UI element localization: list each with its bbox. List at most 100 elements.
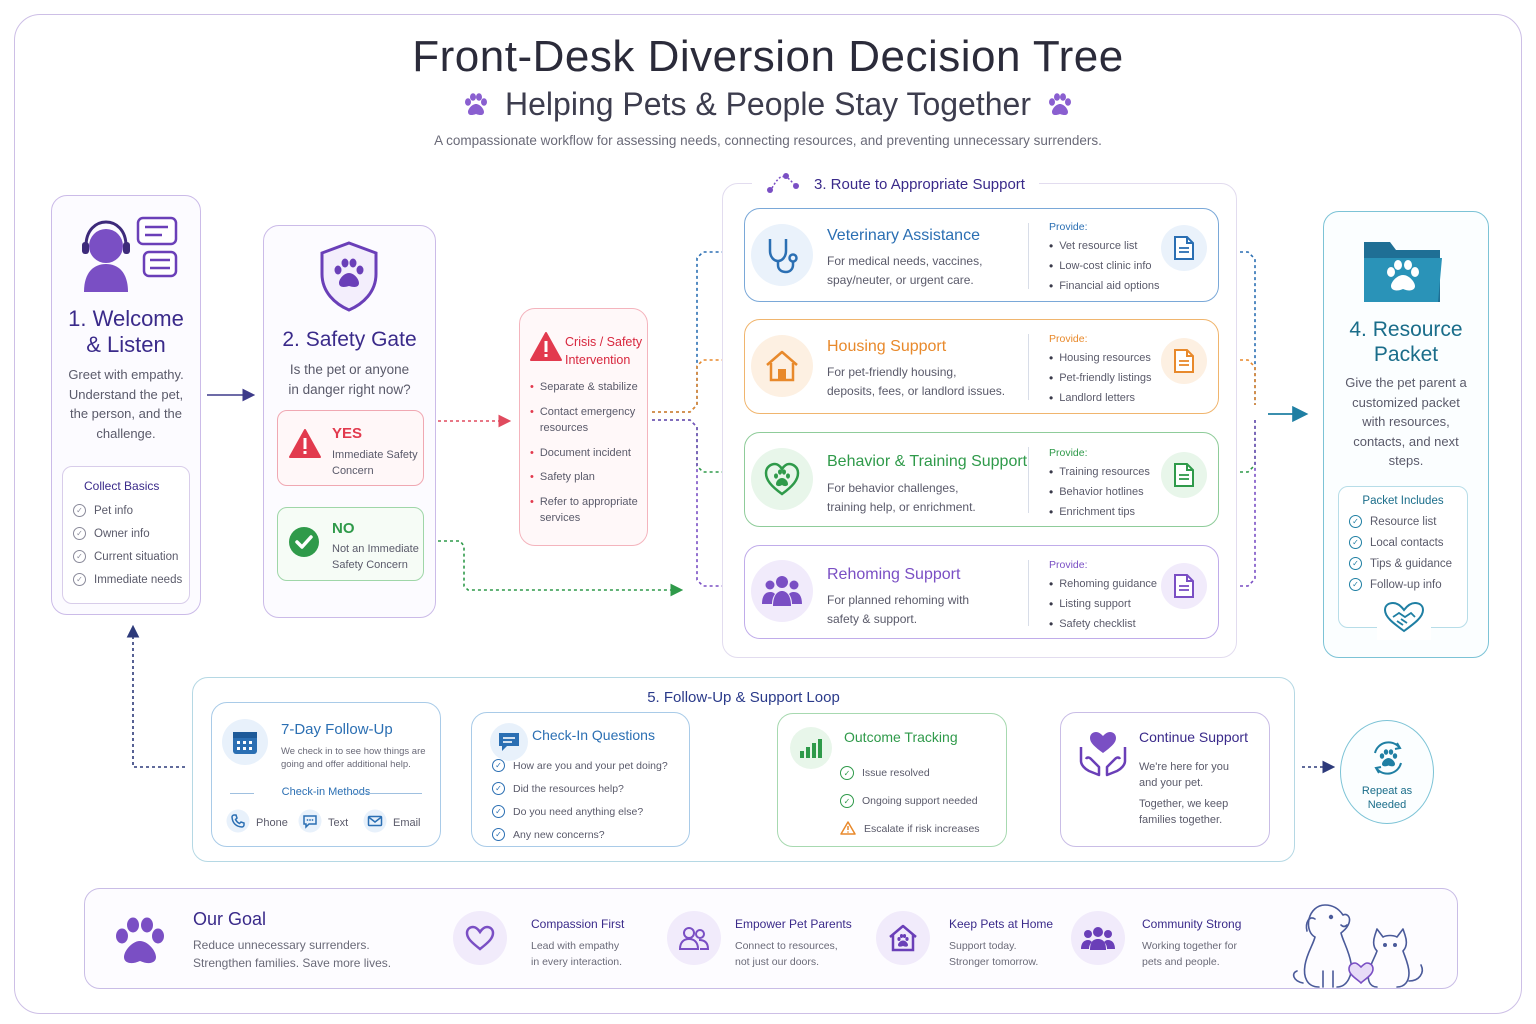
route-card-veterinary[interactable]: Veterinary Assistance For medical needs,… xyxy=(744,208,1219,302)
list-item: Safety checklist xyxy=(1049,614,1157,634)
route-card-behavior[interactable]: Behavior & Training Support For behavior… xyxy=(744,432,1219,527)
list-item: ✓Any new concerns? xyxy=(492,823,668,846)
step4-title-line: 4. Resource xyxy=(1349,318,1463,341)
paw-icon xyxy=(113,917,167,972)
list-item: ✓Owner info xyxy=(73,522,189,545)
goal-title: Our Goal xyxy=(193,909,267,929)
check-circle-icon: ✓ xyxy=(1349,515,1362,528)
divider xyxy=(1028,334,1029,400)
list-item: ✓Current situation xyxy=(73,545,189,568)
step2-card: 2. Safety Gate Is the pet or anyone in d… xyxy=(263,225,436,618)
document-icon xyxy=(1161,225,1207,271)
route-desc-line: safety & support. xyxy=(827,611,918,626)
route-desc-line: For behavior challenges, xyxy=(827,481,959,495)
people-icon xyxy=(667,911,721,965)
no-label: NO xyxy=(332,520,355,537)
crisis-card: Crisis / Safety Intervention •Separate &… xyxy=(519,308,648,546)
list-item: ✓How are you and your pet doing? xyxy=(492,754,668,777)
provide-label: Provide: xyxy=(1049,333,1088,345)
step1-title: 1. Welcome & Listen xyxy=(52,306,200,358)
value-title: Empower Pet Parents xyxy=(735,917,852,931)
route-desc-line: training help, or enrichment. xyxy=(827,499,976,514)
outcome-card: Outcome Tracking ✓Issue resolved ✓Ongoin… xyxy=(777,713,1007,847)
continue-desc-line: families together. xyxy=(1139,814,1223,826)
step3-title: 3. Route to Appropriate Support xyxy=(814,175,1025,193)
route-card-housing[interactable]: Housing Support For pet-friendly housing… xyxy=(744,319,1219,414)
value-desc-line: pets and people. xyxy=(1142,956,1220,968)
route-title: Behavior & Training Support xyxy=(827,453,1028,470)
yes-desc-line: Immediate Safety xyxy=(332,449,418,461)
step4-body-line: steps. xyxy=(1388,453,1424,468)
continue-title: Continue Support xyxy=(1139,729,1248,745)
continue-desc-line: and your pet. xyxy=(1139,777,1204,789)
yes-option[interactable]: YES Immediate Safety Concern xyxy=(277,410,424,486)
step5-title: 5. Follow-Up & Support Loop xyxy=(647,689,840,706)
followup-card: 7-Day Follow-Up We check in to see how t… xyxy=(211,702,441,847)
list-item: •Document incident xyxy=(530,446,631,459)
list-item: •Safety plan xyxy=(530,471,595,483)
group-icon xyxy=(1071,911,1125,965)
subtitle-text: Helping Pets & People Stay Together xyxy=(505,86,1031,122)
divider xyxy=(1028,223,1029,289)
collect-basics-box: Collect Basics ✓Pet info ✓Owner info ✓Cu… xyxy=(62,466,190,604)
no-option[interactable]: NO Not an Immediate Safety Concern xyxy=(277,507,424,581)
heart-hands-icon xyxy=(1077,727,1129,782)
question-line: in danger right now? xyxy=(288,382,411,397)
list-item: Vet resource list xyxy=(1049,236,1160,256)
provide-list: Provide: Rehoming guidance Listing suppo… xyxy=(1049,559,1157,634)
house-paw-icon xyxy=(876,911,930,965)
value-desc: Connect to resources, not just our doors… xyxy=(735,938,838,970)
paw-icon xyxy=(1047,88,1073,125)
yes-label: YES xyxy=(332,425,363,442)
yes-desc-line: Concern xyxy=(332,465,374,477)
no-desc: Not an Immediate Safety Concern xyxy=(332,541,419,573)
step1-body-line: Understand the pet, xyxy=(68,386,184,402)
handshake-icon xyxy=(1377,601,1431,640)
list-item: ✓Do you need anything else? xyxy=(492,800,668,823)
check-circle-icon: ✓ xyxy=(73,527,86,540)
list-item: Low-cost clinic info xyxy=(1049,256,1160,276)
phone-icon xyxy=(226,809,250,836)
continue-desc: We're here for you and your pet. Togethe… xyxy=(1139,759,1229,828)
bar-chart-icon xyxy=(790,727,832,769)
route-icon xyxy=(766,170,800,199)
headset-agent-icon xyxy=(76,214,180,297)
crisis-title-line: Crisis / Safety xyxy=(565,335,643,349)
list-item: Enrichment tips xyxy=(1049,502,1150,522)
method-phone[interactable]: Phone xyxy=(226,809,288,836)
check-circle-icon: ✓ xyxy=(840,766,854,780)
value-desc-line: Stronger tomorrow. xyxy=(949,956,1039,968)
repeat-label-line: Needed xyxy=(1367,799,1407,811)
followup-desc: We check in to see how things are going … xyxy=(281,745,426,771)
chat-icon xyxy=(298,809,322,836)
folder-paw-icon xyxy=(1360,234,1446,311)
outcome-list: ✓Issue resolved ✓Ongoing support needed … xyxy=(840,759,980,843)
list-item: Pet-friendly listings xyxy=(1049,368,1151,388)
method-text[interactable]: Text xyxy=(298,809,348,836)
provide-label: Provide: xyxy=(1049,447,1088,459)
list-item: ✓Issue resolved xyxy=(840,759,980,787)
collect-basics-title: Collect Basics xyxy=(84,479,160,493)
questions-title: Check-In Questions xyxy=(532,727,655,743)
step1-body: Greet with empathy. Understand the pet, … xyxy=(52,365,200,443)
divider xyxy=(1028,447,1029,513)
page-frame xyxy=(14,14,1522,1014)
warning-icon xyxy=(288,428,322,465)
step4-card: 4. Resource Packet Give the pet parent a… xyxy=(1323,211,1489,658)
method-email[interactable]: Email xyxy=(363,809,421,836)
shield-paw-icon xyxy=(318,240,380,317)
repeat-label-line: Repeat as xyxy=(1361,785,1413,797)
repeat-badge[interactable]: Repeat as Needed xyxy=(1340,720,1434,824)
page-subtitle: Helping Pets & People Stay Together xyxy=(0,86,1536,125)
followup-title: 7-Day Follow-Up xyxy=(281,721,393,738)
outcome-title: Outcome Tracking xyxy=(844,729,958,745)
list-item: Escalate if risk increases xyxy=(840,815,980,843)
route-card-rehoming[interactable]: Rehoming Support For planned rehoming wi… xyxy=(744,545,1219,639)
questions-list: ✓How are you and your pet doing? ✓Did th… xyxy=(492,754,668,846)
value-desc-line: Support today. xyxy=(949,940,1017,952)
list-item: Housing resources xyxy=(1049,348,1152,368)
check-circle-icon: ✓ xyxy=(73,573,86,586)
provide-list: Provide: Vet resource list Low-cost clin… xyxy=(1049,221,1160,296)
value-title: Community Strong xyxy=(1142,917,1242,931)
warning-icon xyxy=(840,820,856,838)
